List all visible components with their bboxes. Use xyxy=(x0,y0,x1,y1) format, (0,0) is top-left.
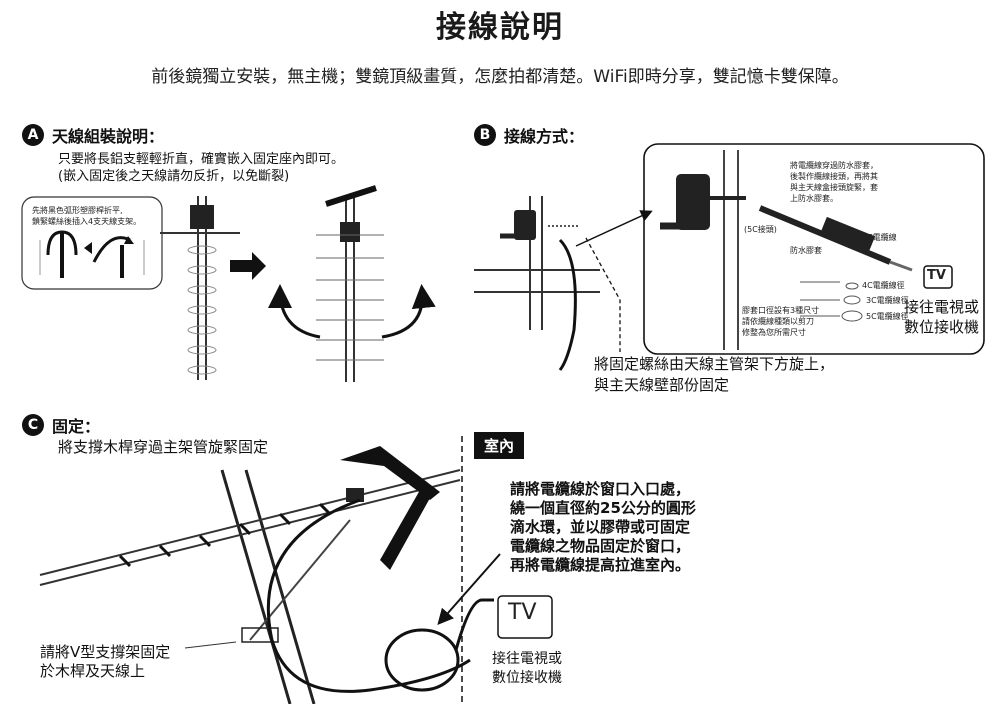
section-c-heading: C 固定： xyxy=(22,413,100,437)
label-3c-diameter: 3C電纜線徑 xyxy=(866,296,909,305)
panel-tv-badge: TV xyxy=(927,268,946,283)
section-a-badge: A xyxy=(22,124,44,146)
panel-note-top4: 上防水膠套。 xyxy=(790,194,838,203)
indoor-text1: 請將電纜線於窗口入口處， xyxy=(510,480,691,498)
right-arrow xyxy=(230,252,266,280)
indoor-text4: 電纜線之物品固定於窗口， xyxy=(510,537,691,555)
section-c-badge: C xyxy=(22,414,44,436)
v-mount-note1: 請將V型支撐架固定 xyxy=(40,643,171,661)
section-b-title: 接線方式： xyxy=(504,127,585,146)
indoor-text3: 滴水環，並以膠帶或可固定 xyxy=(510,518,691,536)
section-b-heading: B 接線方式： xyxy=(474,123,584,147)
drip-loop-diagram xyxy=(384,553,553,692)
page-subtitle: 前後鏡獨立安裝，無主機；雙鏡頂級畫質，怎麼拍都清楚。WiFi即時分享，雙記憶卡雙… xyxy=(151,67,849,87)
section-b-caption1: 將固定螺絲由天線主管架下方旋上， xyxy=(594,355,835,373)
antenna-folded xyxy=(160,196,240,380)
indoor-tv-badge: TV xyxy=(508,600,537,625)
panel-note-top1: 將電纜線穿過防水膠套， xyxy=(790,161,878,170)
panel-note-top2: 後製作纜線接頭，再將其 xyxy=(790,172,878,181)
panel-note-bottom2: 請依纜線種類以剪刀 xyxy=(742,317,814,326)
section-b-caption2: 與主天線壁部份固定 xyxy=(594,376,730,394)
panel-note-bottom1: 膠套口徑設有3種尺寸 xyxy=(742,306,820,315)
connection-detail-panel xyxy=(643,143,985,355)
panel-tv-label1: 接往電視或 xyxy=(904,298,980,316)
inset-note-line2: 鎖緊螺絲後插入4支天線支架。 xyxy=(32,217,142,226)
panel-note-bottom3: 修整為您所需尺寸 xyxy=(742,328,806,337)
section-b-badge: B xyxy=(474,124,496,146)
label-5c-connector: (5C接頭) xyxy=(744,225,777,234)
mast-diagram xyxy=(474,196,653,371)
v-mount-note2: 於木桿及天線上 xyxy=(40,662,146,680)
panel-tv-label2: 數位接收機 xyxy=(904,318,980,336)
label-4c-diameter: 4C電纜線徑 xyxy=(862,281,905,290)
panel-note-top3: 與主天線盒接頭旋緊，套 xyxy=(790,183,878,192)
label-5c-diameter: 5C電纜線徑 xyxy=(866,312,909,321)
indoor-tv-label2: 數位接收機 xyxy=(492,670,562,686)
section-c-title: 固定： xyxy=(52,417,101,436)
indoor-text2: 繞一個直徑約25公分的圓形 xyxy=(510,499,696,517)
label-waterproof-sleeve: 防水膠套 xyxy=(790,246,822,255)
section-a-heading: A 天線組裝說明： xyxy=(22,123,164,147)
section-c-line1: 將支撐木桿穿過主架管旋緊固定 xyxy=(58,438,269,456)
section-a-line1: 只要將長鋁支輕輕折直，確實嵌入固定座內即可。 xyxy=(58,152,345,167)
indoor-text5: 再將電纜線提高拉進室內。 xyxy=(510,556,691,574)
indoor-tv-label1: 接往電視或 xyxy=(492,651,562,667)
indoor-label: 室內 xyxy=(474,432,525,459)
antenna-unfolded xyxy=(268,185,436,382)
section-a-title: 天線組裝說明： xyxy=(52,127,165,146)
page-title: 接線說明 xyxy=(436,10,564,45)
inset-note-line1: 先將黑色弧形塑膠桿折平, xyxy=(32,206,123,215)
label-5c-cable: 5C電纜線 xyxy=(862,233,897,242)
section-a-line2: (嵌入固定後之天線請勿反折，以免斷裂) xyxy=(58,169,290,184)
inset-fold-diagram xyxy=(21,196,163,290)
installation-illustration xyxy=(39,446,471,704)
